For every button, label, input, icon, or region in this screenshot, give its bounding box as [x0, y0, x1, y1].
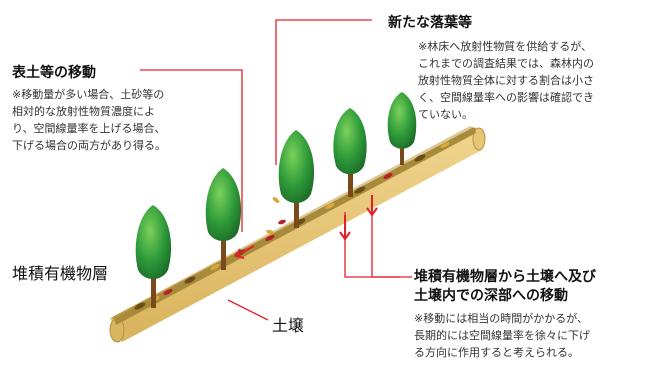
tree [333, 108, 367, 197]
callout-line-deep [344, 212, 400, 278]
topsoil-movement-note: ※移動量が多い場合、土砂等の 相対的な放射性物質濃度によ り、空間線量率を上げる… [12, 88, 166, 152]
callout-line-soil [227, 299, 269, 321]
tree [387, 92, 417, 165]
tree [278, 130, 315, 228]
litterfall-note: ※林床へ放射性物質を供給するが、 これまでの調査結果では、森林内の 放射性物質全… [418, 40, 594, 121]
organic-layer-label: 堆積有機物層 [12, 264, 109, 283]
tree [135, 205, 172, 308]
deep-movement-note: ※移動には相当の時間がかかるが、 長期的には空間線量率を徐々に下げ る方向に作用… [414, 312, 590, 359]
movement-arrows [234, 195, 378, 259]
callout-line-topsoil [140, 69, 243, 232]
tree [205, 168, 242, 270]
topsoil-movement-title: 表土等の移動 [12, 65, 96, 81]
litterfall-title: 新たな落葉等 [388, 15, 472, 31]
callout-line-litterfall [275, 19, 372, 165]
soil-label: 土壌 [272, 316, 305, 335]
deep-movement-title: 堆積有機物層から土壌へ及び 土壌内での深部への移動 [414, 269, 596, 304]
falling-leaves [266, 197, 286, 235]
